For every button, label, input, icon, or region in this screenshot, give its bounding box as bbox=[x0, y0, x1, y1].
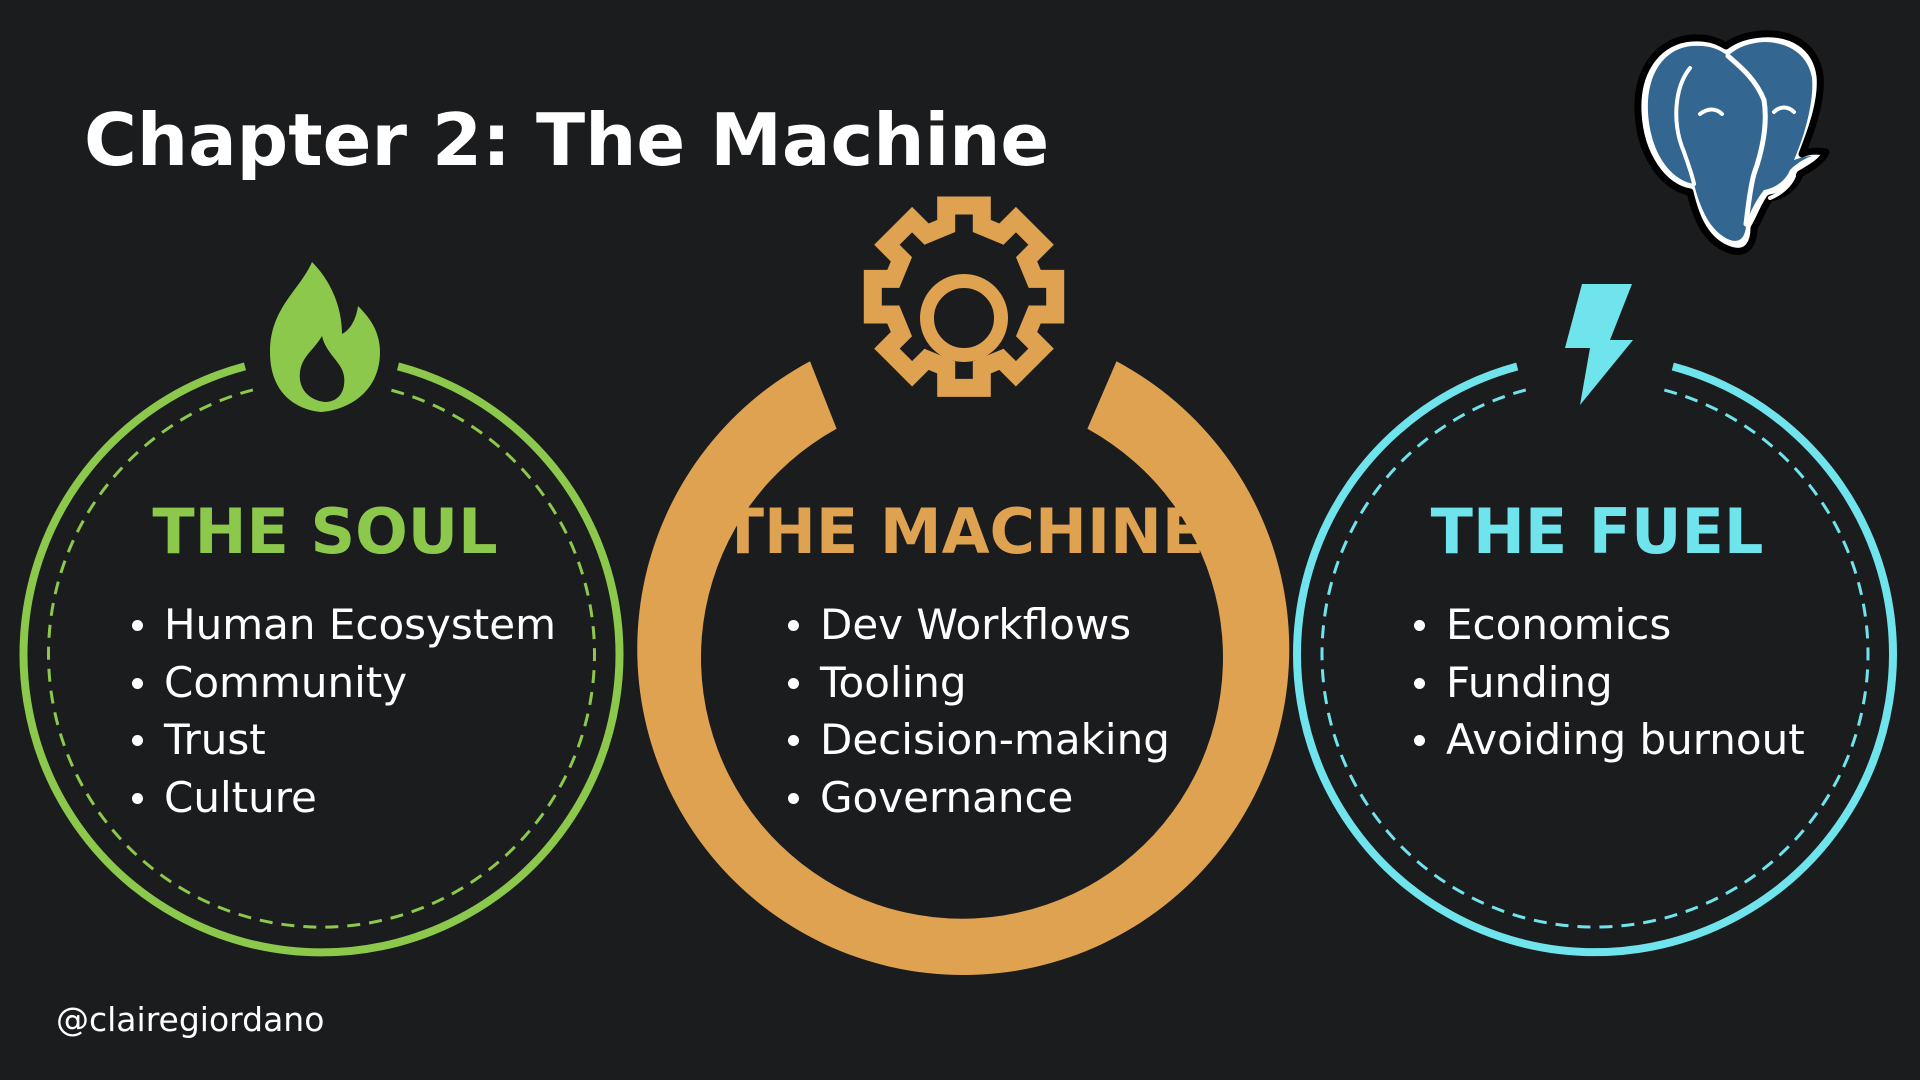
list-item: Decision-making bbox=[784, 711, 1170, 769]
author-handle: @clairegiordano bbox=[56, 1000, 325, 1039]
soul-ring bbox=[19, 362, 624, 957]
list-item: Human Ecosystem bbox=[128, 596, 556, 654]
fuel-ring bbox=[1293, 362, 1897, 957]
flame-icon bbox=[270, 262, 380, 412]
list-item: Dev Workflows bbox=[784, 596, 1170, 654]
slide-title: Chapter 2: The Machine bbox=[84, 98, 1050, 182]
list-item: Avoiding burnout bbox=[1410, 711, 1805, 769]
lightning-bolt-icon bbox=[1565, 284, 1633, 405]
list-item: Culture bbox=[128, 769, 556, 827]
list-item: Trust bbox=[128, 711, 556, 769]
gear-icon bbox=[863, 196, 1065, 397]
soul-heading: THE SOUL bbox=[152, 495, 498, 568]
machine-heading: THE MACHINE bbox=[721, 495, 1205, 568]
postgresql-elephant-icon bbox=[1634, 30, 1830, 255]
list-item: Community bbox=[128, 654, 556, 712]
list-item: Economics bbox=[1410, 596, 1805, 654]
list-item: Funding bbox=[1410, 654, 1805, 712]
list-item: Governance bbox=[784, 769, 1170, 827]
soul-list: Human Ecosystem Community Trust Culture bbox=[128, 596, 556, 826]
list-item: Tooling bbox=[784, 654, 1170, 712]
machine-list: Dev Workflows Tooling Decision-making Go… bbox=[784, 596, 1170, 826]
fuel-heading: THE FUEL bbox=[1430, 495, 1764, 568]
fuel-list: Economics Funding Avoiding burnout bbox=[1410, 596, 1805, 769]
